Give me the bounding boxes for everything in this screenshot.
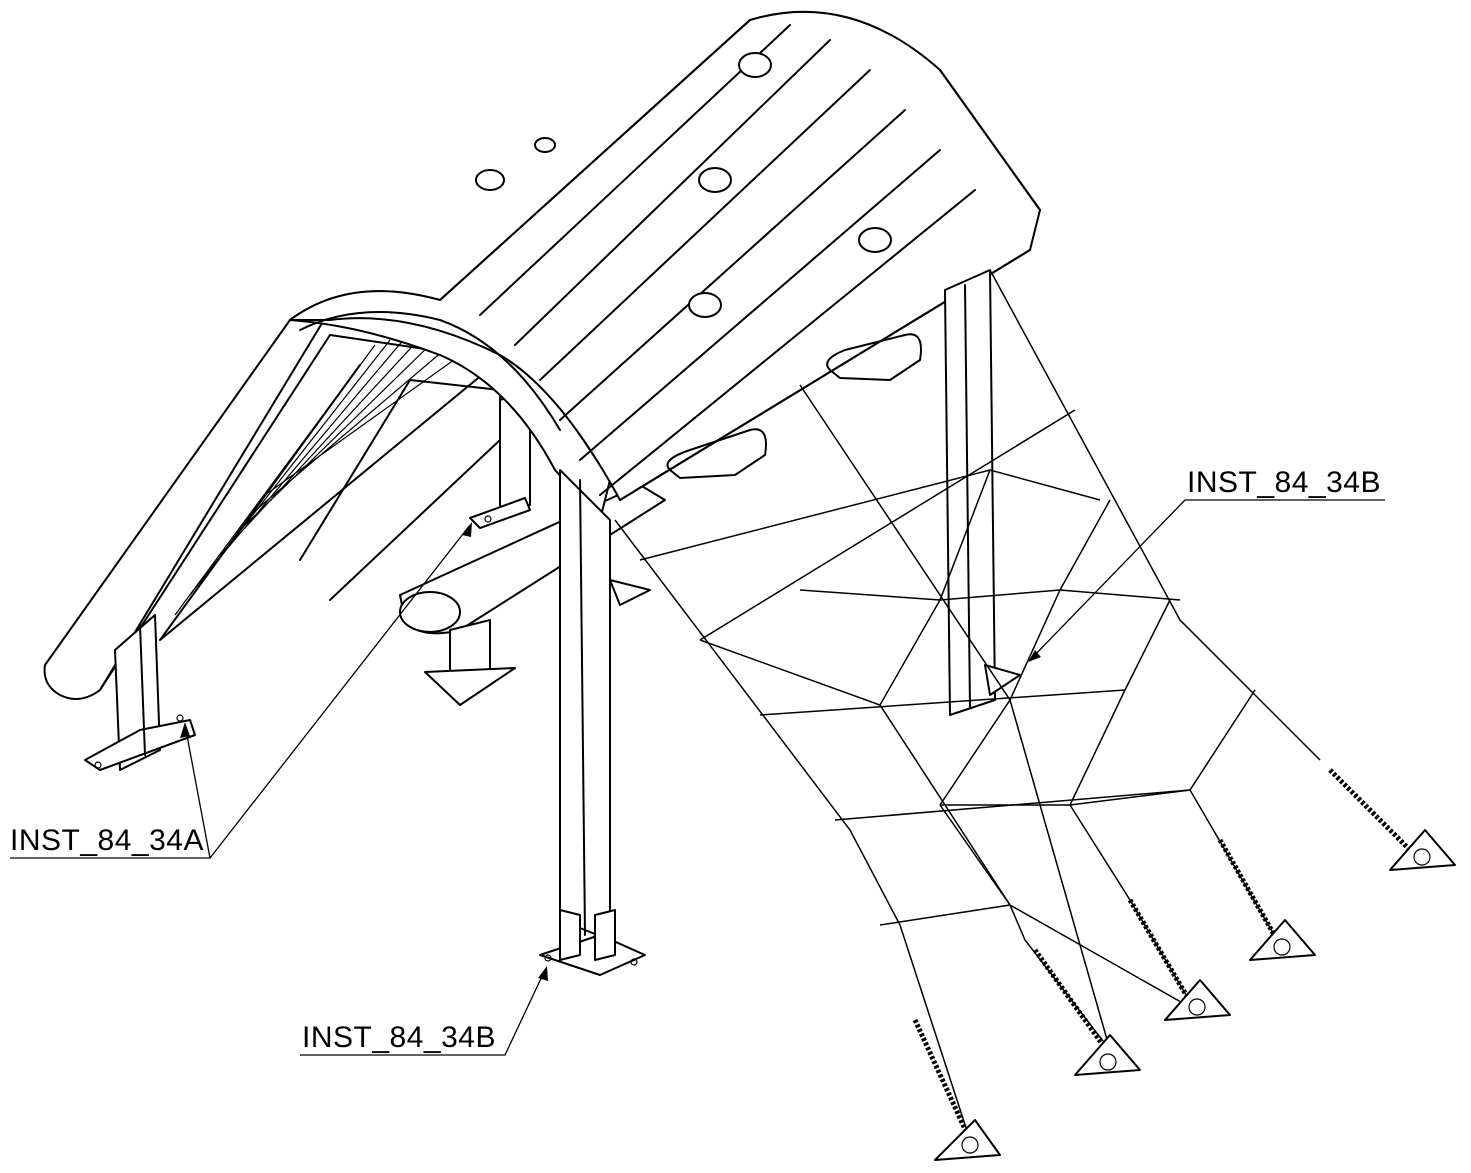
callout-label-a: INST_84_34A — [10, 824, 204, 857]
left-front-leg — [84, 614, 196, 771]
rear-post — [944, 269, 1021, 716]
balance-beam — [399, 484, 666, 706]
climbing-holds — [475, 52, 892, 318]
callout-label-b-right: INST_84_34B — [1187, 466, 1381, 499]
ground-plates — [934, 829, 1456, 1161]
front-post — [539, 469, 646, 976]
callout-label-b-bottom: INST_84_34B — [302, 1021, 496, 1054]
arch-roof — [289, 10, 1041, 521]
callout-leaders — [10, 499, 1385, 1056]
anchor-chains — [912, 768, 1422, 1142]
left-ramp — [43, 309, 501, 700]
grab-handles — [666, 333, 922, 479]
